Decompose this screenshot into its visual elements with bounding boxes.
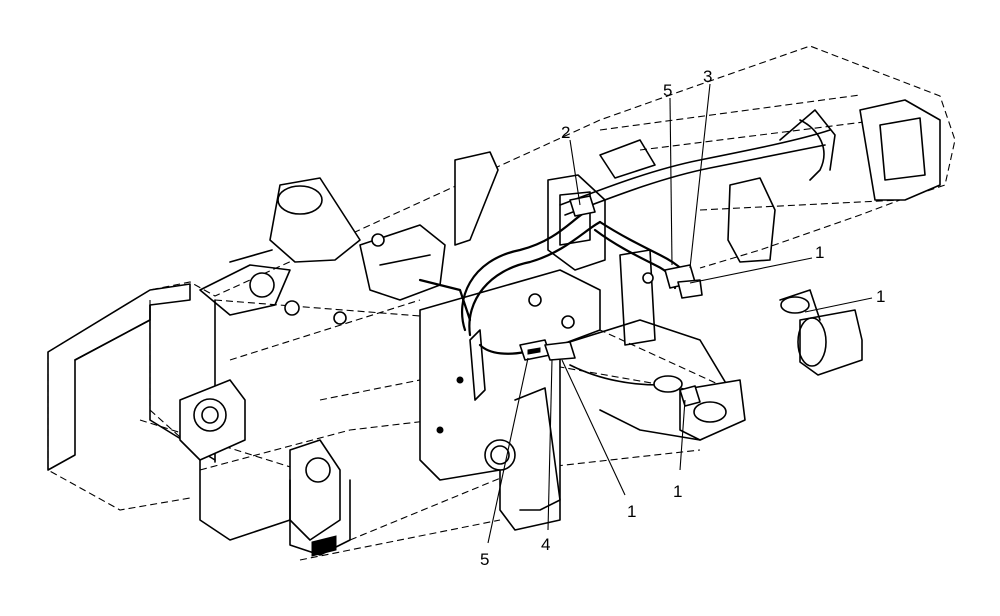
left-axle-cylinder: [199, 177, 361, 316]
right-rear-structure: [619, 99, 941, 346]
callout-1-lower: 1: [627, 502, 636, 521]
callout-1-lower-right: 1: [673, 482, 682, 501]
callout-3: 3: [703, 67, 712, 86]
callout-1-upper: 1: [815, 243, 824, 262]
center-main-plate: [419, 269, 601, 531]
hydraulic-hoses: [461, 119, 831, 407]
upper-mount-plate: [547, 139, 656, 271]
callout-labels: 2 5 3 1 1 1 1 4 5: [480, 67, 885, 569]
callout-2: 2: [561, 123, 570, 142]
fasteners: [284, 233, 654, 329]
callout-5-top: 5: [663, 81, 672, 100]
callout-1-right: 1: [876, 287, 885, 306]
callout-5-bottom: 5: [480, 550, 489, 569]
right-cylinder: [779, 289, 863, 376]
right-lower-brackets: [559, 319, 746, 441]
center-linkage: [359, 151, 499, 322]
front-pivot-bracket: [179, 379, 341, 541]
callout-4: 4: [541, 535, 550, 554]
lower-left-bracket: [289, 479, 351, 557]
leader-lines: [487, 83, 873, 544]
